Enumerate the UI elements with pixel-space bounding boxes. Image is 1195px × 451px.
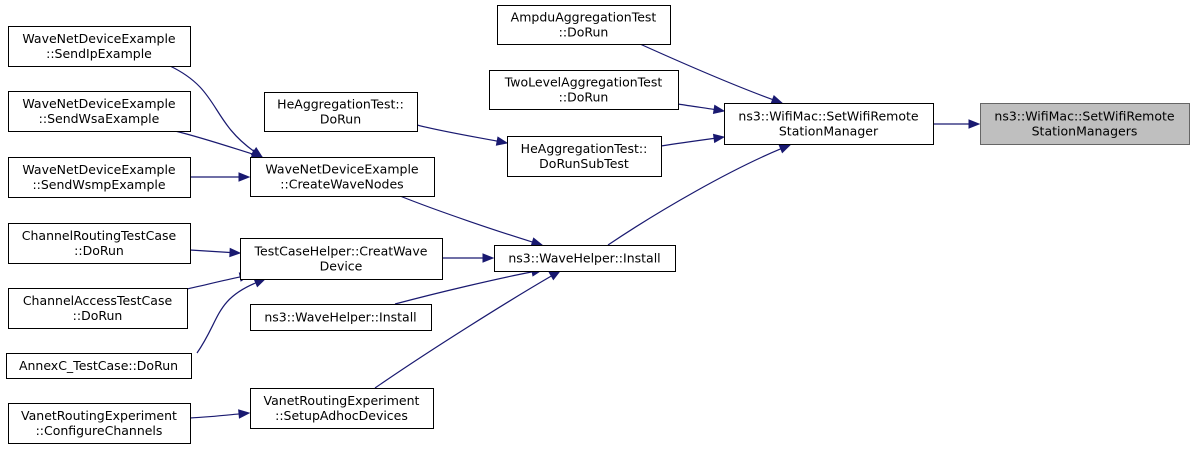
arrowhead-setwifi-to-root — [968, 119, 981, 129]
node-label: ::DoRun — [559, 25, 609, 40]
node-label: WaveNetDeviceExample — [22, 162, 176, 177]
node-label: ::SendWsmpExample — [32, 177, 165, 192]
node-box — [8, 288, 188, 329]
node-setwifi[interactable]: ns3::WifiMac::SetWifiRemoteStationManage… — [724, 103, 934, 145]
node-box — [497, 5, 671, 45]
node-box — [8, 157, 191, 198]
edge-ampdu-to-setwifi — [639, 43, 773, 101]
node-box — [507, 136, 662, 177]
node-label: ::CreateWaveNodes — [280, 177, 403, 192]
node-label: HeAggregationTest:: — [277, 97, 404, 112]
node-createnodes[interactable]: WaveNetDeviceExample::CreateWaveNodes — [250, 157, 435, 197]
nodes-layer: ns3::WifiMac::SetWifiRemoteStationManage… — [6, 5, 1190, 444]
node-box — [240, 238, 443, 280]
node-label: WaveNetDeviceExample — [22, 31, 176, 46]
node-annexc[interactable]: AnnexC_TestCase::DoRun — [6, 353, 192, 379]
node-sendip[interactable]: WaveNetDeviceExample::SendIpExample — [8, 26, 191, 67]
edge-adhoc-to-install1 — [374, 275, 552, 389]
node-label: VanetRoutingExperiment — [21, 408, 177, 423]
edge-chaccess-to-creatdev — [186, 276, 241, 290]
node-label: ns3::WifiMac::SetWifiRemote — [994, 109, 1174, 124]
arrowhead-install1-to-setwifi — [778, 144, 792, 154]
node-box — [8, 26, 191, 67]
node-adhoc[interactable]: VanetRoutingExperiment::SetupAdhocDevice… — [250, 388, 434, 429]
node-label: ::SendIpExample — [46, 46, 152, 61]
node-label: TwoLevelAggregationTest — [504, 75, 663, 90]
node-label: DoRunSubTest — [539, 156, 629, 171]
arrowhead-creatdev-to-install1 — [482, 253, 495, 263]
edge-createnodes-to-install1 — [399, 195, 533, 243]
edge-sendwsa-to-createnodes — [174, 130, 253, 155]
node-label: AnnexC_TestCase::DoRun — [19, 358, 178, 373]
node-label: ns3::WifiMac::SetWifiRemote — [738, 109, 918, 124]
node-box — [8, 403, 191, 444]
node-label: ::ConfigureChannels — [36, 423, 163, 438]
edge-configch-to-adhoc — [189, 413, 240, 419]
node-install2[interactable]: ns3::WaveHelper::Install — [250, 304, 432, 331]
node-label: TestCaseHelper::CreatWave — [254, 244, 428, 259]
node-box — [494, 245, 676, 272]
arrowhead-sendwsmp-to-createnodes — [238, 172, 251, 182]
node-label: Device — [320, 259, 363, 274]
node-sendwsmp[interactable]: WaveNetDeviceExample::SendWsmpExample — [8, 157, 191, 198]
node-label: WaveNetDeviceExample — [265, 162, 419, 177]
node-label: WaveNetDeviceExample — [22, 96, 176, 111]
node-chaccess[interactable]: ChannelAccessTestCase::DoRun — [8, 288, 188, 329]
node-label: ns3::WaveHelper::Install — [508, 251, 660, 266]
edge-chrouting-to-creatdev — [189, 249, 231, 254]
arrowhead-annexc-to-creatdev — [253, 278, 267, 288]
node-herun[interactable]: HeAggregationTest::DoRun — [264, 92, 418, 132]
node-box — [8, 223, 191, 264]
node-label: HeAggregationTest:: — [521, 141, 648, 156]
arrowhead-configch-to-adhoc — [238, 409, 251, 419]
arrowhead-twolevel-to-setwifi — [712, 104, 726, 115]
edge-twolevel-to-setwifi — [677, 103, 715, 111]
arrowhead-herun-to-hesub — [495, 136, 509, 146]
node-box — [980, 103, 1190, 145]
edge-annexc-to-creatdev — [196, 282, 257, 354]
edge-herun-to-hesub — [416, 124, 498, 142]
edge-install1-to-setwifi — [607, 148, 781, 246]
edge-hesub-to-setwifi — [660, 137, 715, 147]
node-label: DoRun — [320, 112, 361, 127]
node-hesub[interactable]: HeAggregationTest::DoRunSubTest — [507, 136, 662, 177]
node-twolevel[interactable]: TwoLevelAggregationTest::DoRun — [489, 70, 679, 110]
node-label: VanetRoutingExperiment — [264, 393, 420, 408]
node-label: ChannelRoutingTestCase — [22, 228, 177, 243]
node-box — [6, 353, 192, 379]
node-label: ::DoRun — [73, 308, 123, 323]
node-label: ::DoRun — [74, 243, 124, 258]
edges-layer — [169, 43, 981, 419]
node-install1[interactable]: ns3::WaveHelper::Install — [494, 245, 676, 272]
node-label: StationManagers — [1032, 124, 1138, 139]
arrowhead-chrouting-to-creatdev — [229, 247, 242, 258]
node-label: ::SendWsaExample — [39, 111, 160, 126]
edge-install2-to-install1 — [394, 271, 533, 305]
node-box — [489, 70, 679, 110]
node-label: ns3::WaveHelper::Install — [264, 310, 416, 325]
node-box — [250, 388, 434, 429]
node-label: AmpduAggregationTest — [511, 10, 657, 25]
node-label: ::DoRun — [559, 90, 609, 105]
node-box — [8, 91, 191, 132]
arrowhead-hesub-to-setwifi — [712, 133, 726, 144]
arrowhead-createnodes-to-install1 — [530, 237, 544, 247]
arrowhead-adhoc-to-install1 — [548, 270, 562, 281]
node-box — [264, 92, 418, 132]
node-chrouting[interactable]: ChannelRoutingTestCase::DoRun — [8, 223, 191, 264]
node-configch[interactable]: VanetRoutingExperiment::ConfigureChannel… — [8, 403, 191, 444]
edge-sendip-to-createnodes — [169, 65, 255, 152]
node-label: ::SetupAdhocDevices — [275, 408, 408, 423]
arrowhead-ampdu-to-setwifi — [770, 94, 784, 104]
node-label: ChannelAccessTestCase — [23, 293, 173, 308]
node-box — [724, 103, 934, 145]
node-label: StationManager — [779, 124, 879, 139]
node-ampdu[interactable]: AmpduAggregationTest::DoRun — [497, 5, 671, 45]
node-box — [250, 157, 435, 197]
node-root[interactable]: ns3::WifiMac::SetWifiRemoteStationManage… — [980, 103, 1190, 145]
node-box — [250, 304, 432, 331]
node-sendwsa[interactable]: WaveNetDeviceExample::SendWsaExample — [8, 91, 191, 132]
